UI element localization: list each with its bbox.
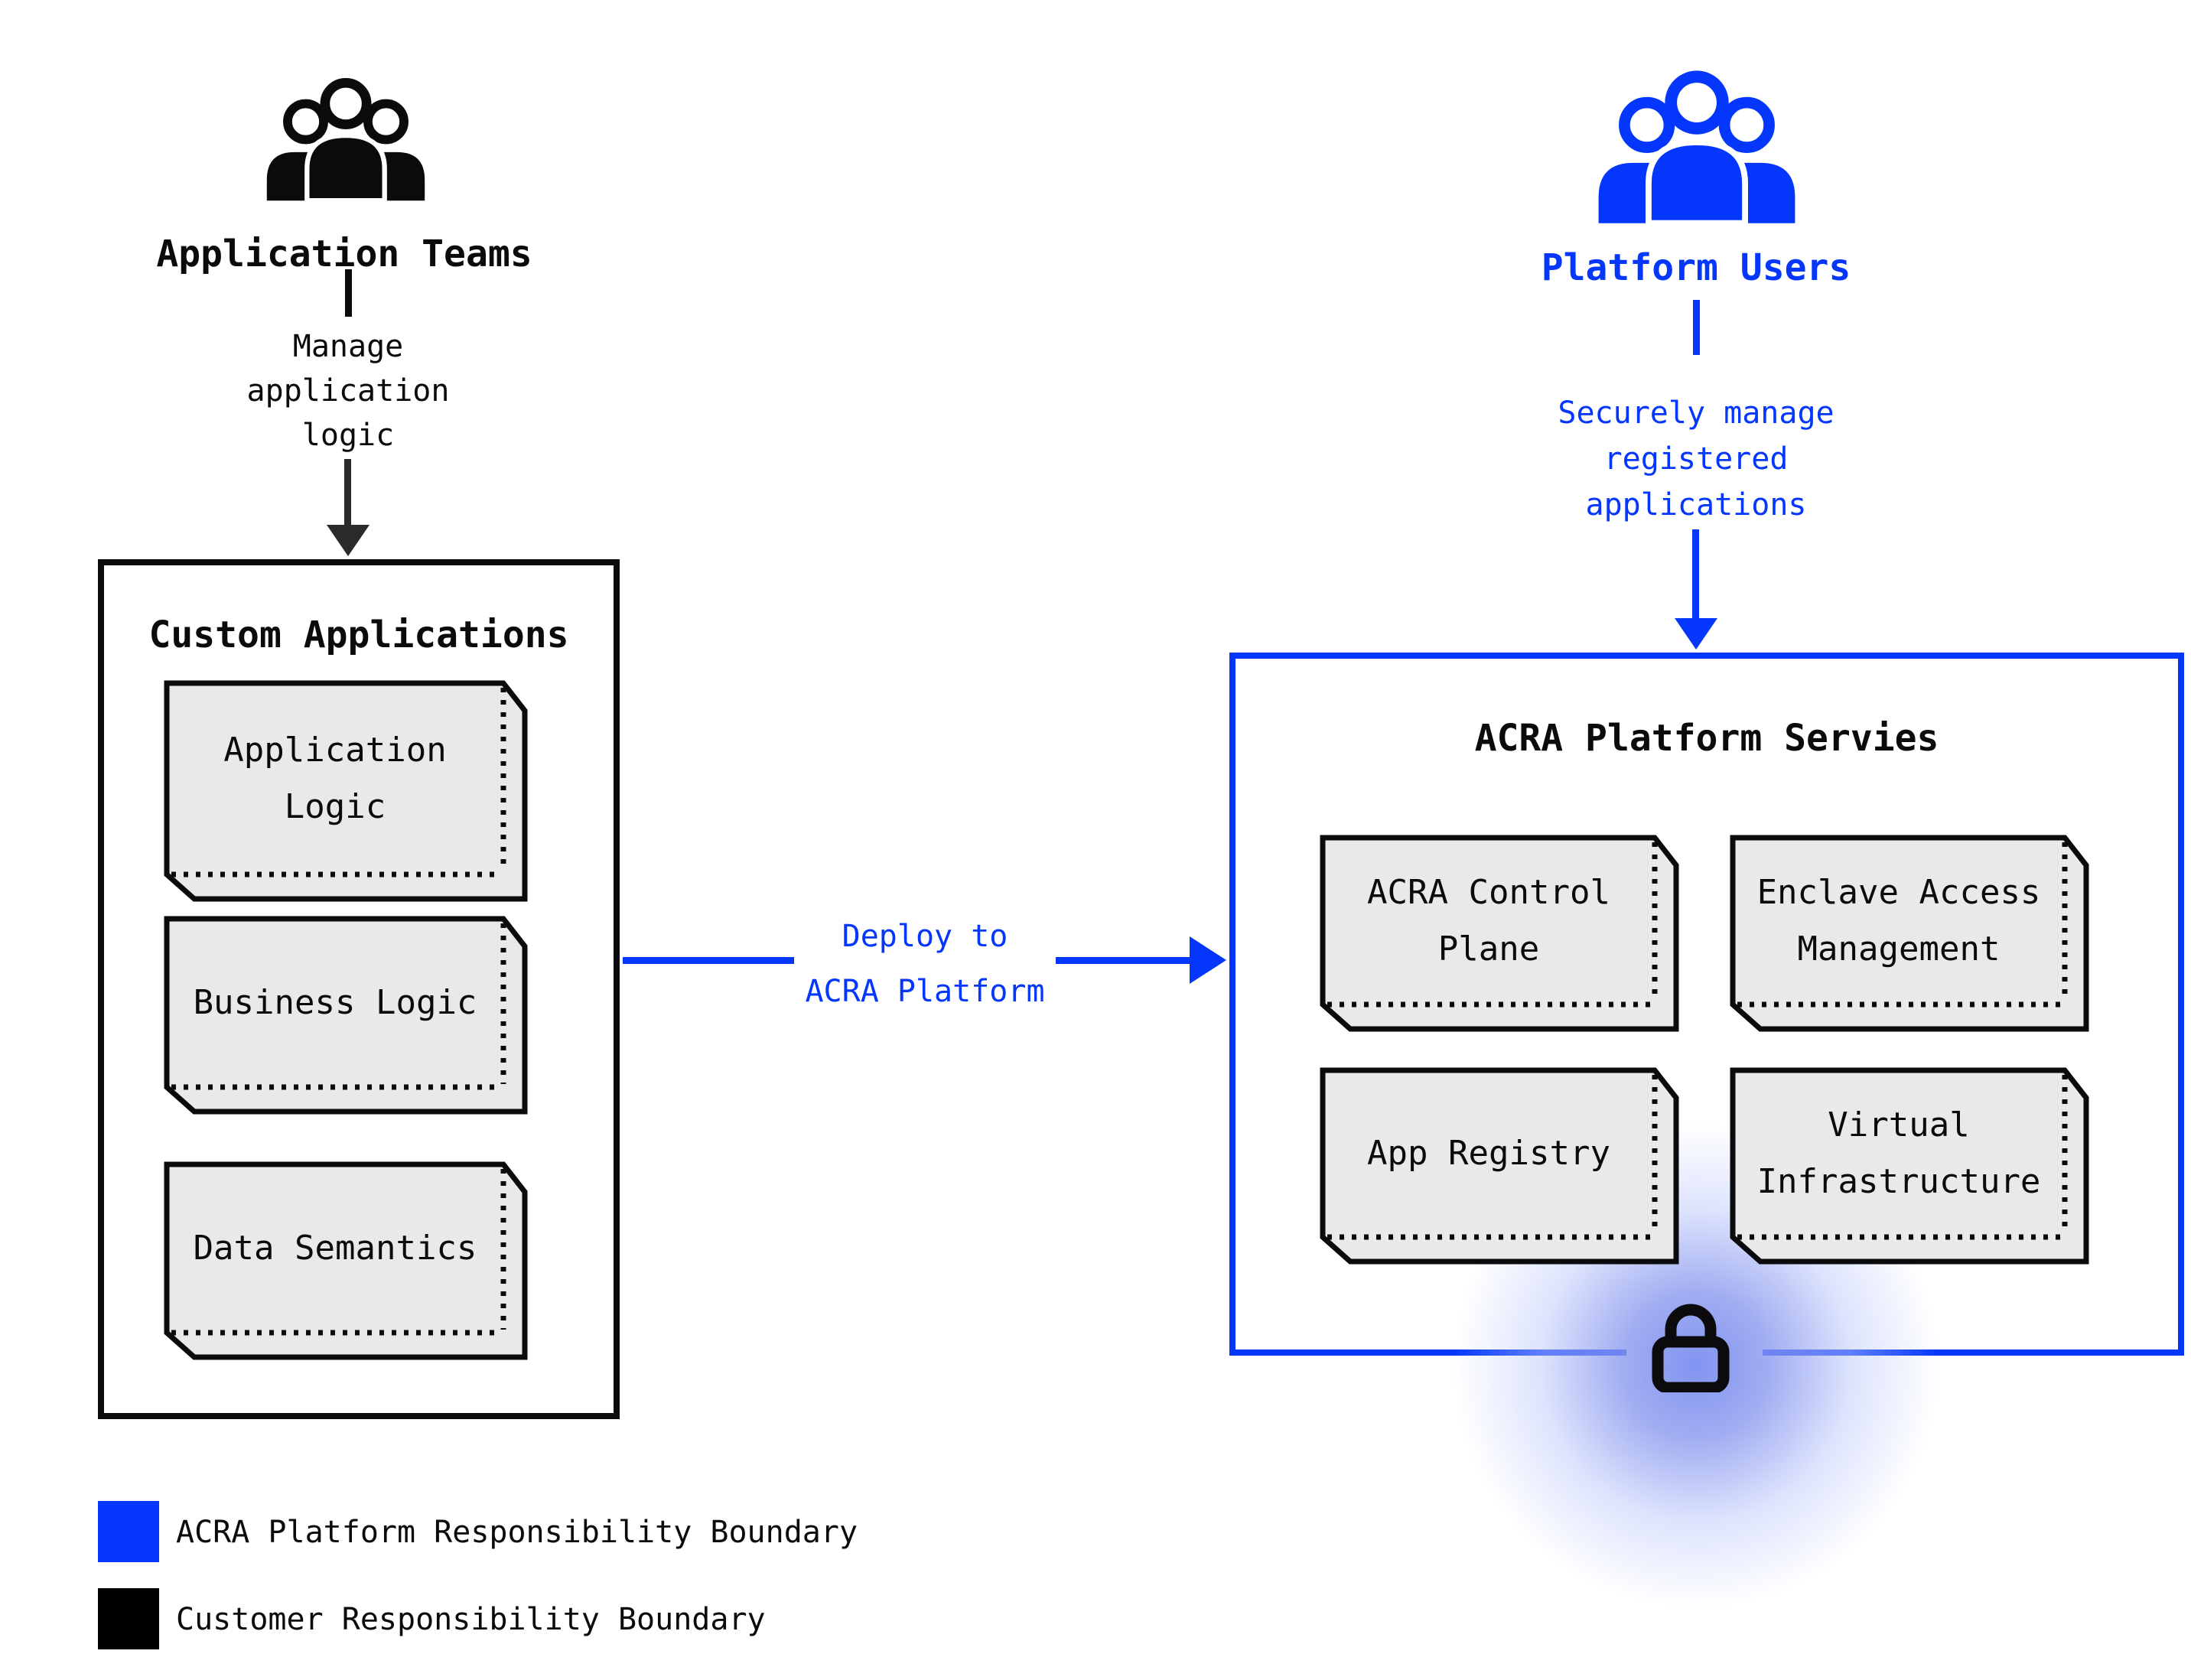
card-acra-control-plane: ACRA Control Plane xyxy=(1320,835,1679,1032)
folded-card-icon xyxy=(1320,1067,1679,1265)
deploy-arrow-line xyxy=(623,957,794,964)
legend-swatch-customer xyxy=(98,1588,159,1649)
card-label: Enclave Access Management xyxy=(1756,873,2041,969)
platform-users-label: Platform Users xyxy=(1541,246,1851,289)
folded-card-icon xyxy=(1730,835,2089,1032)
card-virtual-infrastructure: Virtual Infrastructure xyxy=(1730,1067,2089,1265)
deploy-arrow-line xyxy=(1056,957,1190,964)
folded-card-icon xyxy=(164,1161,528,1360)
card-app-registry: App Registry xyxy=(1320,1067,1679,1265)
people-group-icon-blue xyxy=(1598,70,1795,225)
folded-card-icon xyxy=(164,680,528,902)
legend-label-acra: ACRA Platform Responsibility Boundary xyxy=(176,1515,858,1550)
folded-card-icon xyxy=(1320,835,1679,1032)
custom-applications-boundary xyxy=(98,559,620,1419)
card-enclave-access-management: Enclave Access Management xyxy=(1730,835,2089,1032)
card-label: App Registry xyxy=(1367,1134,1610,1173)
people-group-icon xyxy=(266,77,425,202)
folded-card-icon xyxy=(164,916,528,1115)
card-application-logic: Application Logic xyxy=(164,680,528,902)
card-label: Data Semantics xyxy=(193,1229,477,1268)
card-label: Virtual Infrastructure xyxy=(1756,1105,2041,1201)
securely-manage-note: Securely manage registered applications xyxy=(1558,396,1835,523)
arrow-right-icon xyxy=(1190,936,1226,984)
legend-label-customer: Customer Responsibility Boundary xyxy=(176,1602,766,1637)
acra-platform-title: ACRA Platform Servies xyxy=(1474,717,1939,760)
card-label: ACRA Control Plane xyxy=(1367,873,1610,969)
folded-card-icon xyxy=(1730,1067,2089,1265)
card-data-semantics: Data Semantics xyxy=(164,1161,528,1360)
arrow-down-icon xyxy=(327,459,370,556)
deploy-arrow-label: Deploy to ACRA Platform xyxy=(805,919,1045,1009)
card-business-logic: Business Logic xyxy=(164,916,528,1115)
application-teams-label: Application Teams xyxy=(156,233,532,275)
legend-swatch-acra xyxy=(98,1501,159,1562)
connector-line xyxy=(1693,300,1700,355)
card-label: Application Logic xyxy=(223,731,447,826)
connector-line xyxy=(345,269,352,317)
arrow-down-icon-blue xyxy=(1675,529,1717,650)
custom-applications-title: Custom Applications xyxy=(148,614,569,656)
manage-application-logic-note: Manage application logic xyxy=(246,329,450,453)
lock-icon xyxy=(1652,1304,1730,1392)
card-label: Business Logic xyxy=(193,983,477,1022)
